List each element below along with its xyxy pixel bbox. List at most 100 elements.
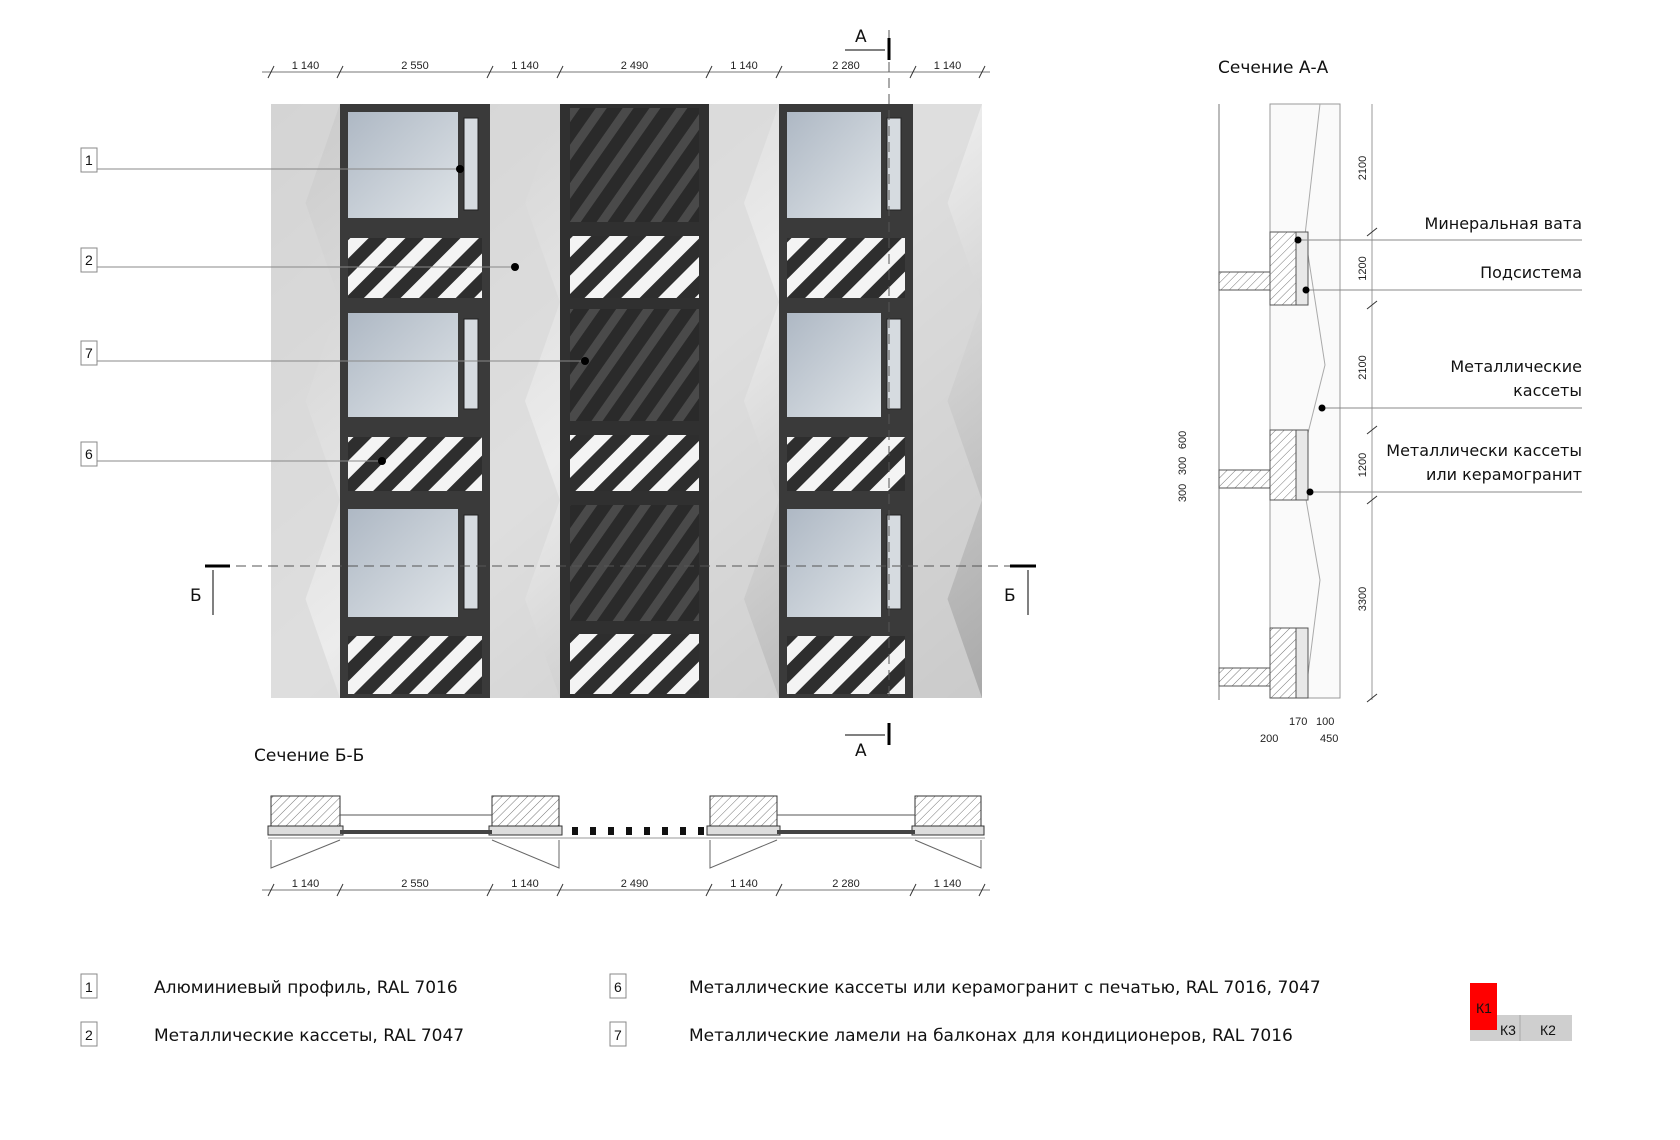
dimension-tick — [267, 65, 275, 79]
section-b-left-label: Б — [190, 586, 202, 606]
vertical-dimension-label: 3300 — [1357, 587, 1369, 611]
dimension-label: 2 550 — [401, 60, 429, 72]
section-note: кассеты — [1513, 381, 1582, 400]
dimension-tick — [336, 65, 344, 79]
legend-number-box — [609, 1021, 627, 1047]
dimension-label: 2 550 — [401, 878, 429, 890]
legend-number-box — [80, 1021, 98, 1047]
slab-edge — [1269, 231, 1297, 306]
louver-blade — [644, 827, 650, 835]
vertical-dimension-label: 2100 — [1357, 156, 1369, 180]
louver-blade — [608, 827, 614, 835]
section-note: Минеральная вата — [1425, 214, 1582, 233]
callout-dot — [581, 357, 589, 365]
dimension-tick — [775, 65, 783, 79]
dimension-label: 1 140 — [511, 60, 539, 72]
callout-box — [80, 247, 98, 273]
louver-blade — [572, 827, 578, 835]
window-glass — [348, 509, 458, 617]
metal-cassette-panel — [913, 104, 982, 302]
window-glass — [787, 509, 881, 617]
insulation-layer — [267, 825, 344, 836]
window-glass — [787, 313, 881, 417]
balcony-railing — [348, 238, 482, 298]
section-note: Подсистема — [1480, 263, 1582, 282]
legend-text: Алюминиевый профиль, RAL 7016 — [154, 978, 458, 998]
balcony-railing — [570, 236, 699, 298]
wall-pier — [709, 795, 778, 827]
balcony-railing — [787, 636, 905, 694]
dimension-label: 2 490 — [621, 878, 649, 890]
metal-cassette-panel — [271, 500, 340, 698]
callout-box — [80, 147, 98, 173]
facade-callouts: 1 2 7 6 — [80, 147, 589, 467]
callout-number: 7 — [85, 345, 93, 361]
metal-cassette-panel — [913, 500, 982, 698]
dimension-tick — [909, 883, 917, 897]
wall-pier — [491, 795, 560, 827]
cassette-profile — [1299, 103, 1326, 699]
dimension-tick — [556, 65, 564, 79]
dimension-tick — [1366, 425, 1378, 435]
legend-number: 7 — [614, 1027, 622, 1043]
section-note: Металлически кассеты — [1386, 441, 1582, 460]
section-cut-a: А А — [845, 27, 891, 761]
note-dot — [1306, 488, 1314, 496]
callout-number: 2 — [85, 252, 93, 268]
dimension-tick — [978, 65, 986, 79]
legend-text: Металлические ламели на балконах для кон… — [689, 1026, 1293, 1046]
insulation-layer — [911, 825, 985, 836]
callout-dot — [511, 263, 519, 271]
metal-cassette-panel — [490, 104, 560, 302]
legend-number: 6 — [614, 979, 622, 995]
dimension-tick — [336, 883, 344, 897]
callout-number: 6 — [85, 446, 93, 462]
dimension-label: 1 140 — [292, 60, 320, 72]
vertical-dimension-label: 1200 — [1357, 453, 1369, 477]
dimension-tick — [1366, 693, 1378, 703]
metal-cassette-panel — [709, 104, 779, 302]
insulation-layer — [706, 825, 781, 836]
mineral-wool — [1295, 627, 1309, 699]
dimension-label: 2 280 — [832, 60, 860, 72]
section-note: Металлические — [1450, 357, 1582, 376]
note-dot — [1294, 236, 1302, 244]
dimension-tick — [909, 65, 917, 79]
dimension-tick — [486, 883, 494, 897]
window-sash — [463, 318, 479, 410]
left-dimension-label: 300 — [1177, 457, 1189, 475]
window-glass — [348, 112, 458, 218]
dimension-label: 1 140 — [292, 878, 320, 890]
metal-cassette-panel — [709, 500, 779, 698]
bottom-dimension-label: 450 — [1320, 733, 1338, 745]
wall-pier — [914, 795, 982, 827]
dimension-tick — [775, 883, 783, 897]
dimension-tick — [1366, 227, 1378, 237]
section-cut-b: Б Б — [190, 564, 1036, 615]
window-sash — [886, 318, 902, 410]
balcony-railing — [787, 238, 905, 298]
window-frame — [340, 830, 492, 834]
callout-number: 1 — [85, 152, 93, 168]
wall-pier — [270, 795, 341, 827]
ac-louvers — [570, 309, 699, 421]
dimension-label: 1 140 — [511, 878, 539, 890]
insulation-layer — [488, 825, 563, 836]
dimension-tick — [978, 883, 986, 897]
window-glass — [787, 112, 881, 218]
bottom-dimension-label: 200 — [1260, 733, 1278, 745]
window-glass — [348, 313, 458, 417]
left-dimension-label: 300 — [1177, 484, 1189, 502]
metal-cassette-panel — [709, 302, 779, 500]
section-b-right-label: Б — [1004, 586, 1016, 606]
dimension-tick — [556, 883, 564, 897]
key-plan-k1: К1 — [1476, 1000, 1492, 1016]
metal-cassette-panel — [490, 500, 560, 698]
ac-louvers — [570, 108, 699, 222]
cassette-profile — [270, 839, 341, 869]
dimension-label: 1 140 — [730, 60, 758, 72]
dimension-label: 2 490 — [621, 60, 649, 72]
